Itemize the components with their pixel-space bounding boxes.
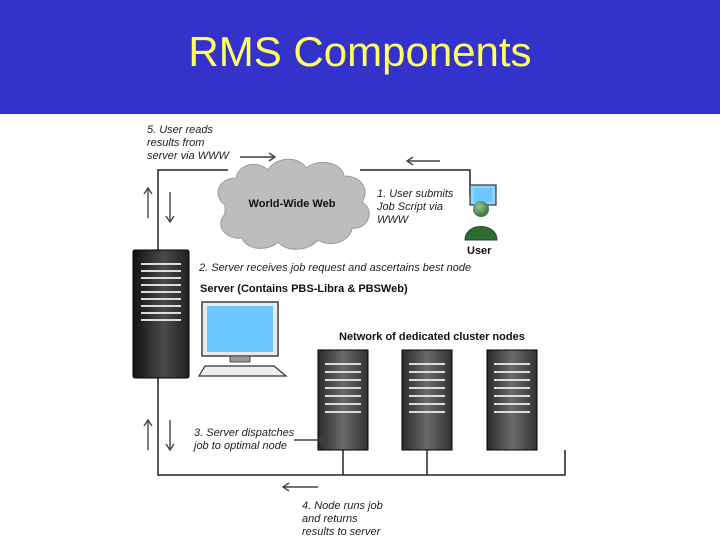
slide-title: RMS Components (188, 28, 532, 75)
network-label: Network of dedicated cluster nodes (339, 331, 525, 343)
step1-label: 1. User submits Job Script via WWW (376, 188, 456, 226)
server-tower-icon (132, 249, 190, 379)
bottom-bus-line (157, 378, 566, 476)
step4-label: 4. Node runs job and returns results to … (302, 500, 386, 538)
connection-loop (157, 169, 228, 250)
step3-arrow (294, 435, 327, 445)
server-monitor-icon (197, 301, 288, 377)
step4-arrow (281, 482, 318, 492)
up-arrow-bottom (143, 418, 153, 450)
cloud-label: World-Wide Web (249, 198, 336, 210)
cluster-node-2-icon (401, 349, 453, 451)
step3-label: 3. Server dispatches job to optimal node (192, 427, 297, 452)
server-label: Server (Contains PBS-Libra & PBSWeb) (200, 283, 408, 295)
step5-label: 5. User reads results from server via WW… (147, 124, 231, 162)
cluster-node-3-icon (486, 349, 538, 451)
user-person-icon (464, 201, 498, 241)
step2-label: 2. Server receives job request and ascer… (198, 262, 471, 274)
down-arrow-top (165, 192, 175, 224)
up-arrow-top (143, 186, 153, 218)
step5-arrow (240, 152, 277, 162)
cluster-node-1-icon (317, 349, 369, 451)
title-bar: RMS Components (0, 0, 720, 114)
step1-arrow (405, 156, 440, 166)
world-wide-web-cloud: World-Wide Web (217, 158, 370, 250)
down-arrow-bottom (165, 420, 175, 452)
user-label: User (467, 245, 492, 257)
